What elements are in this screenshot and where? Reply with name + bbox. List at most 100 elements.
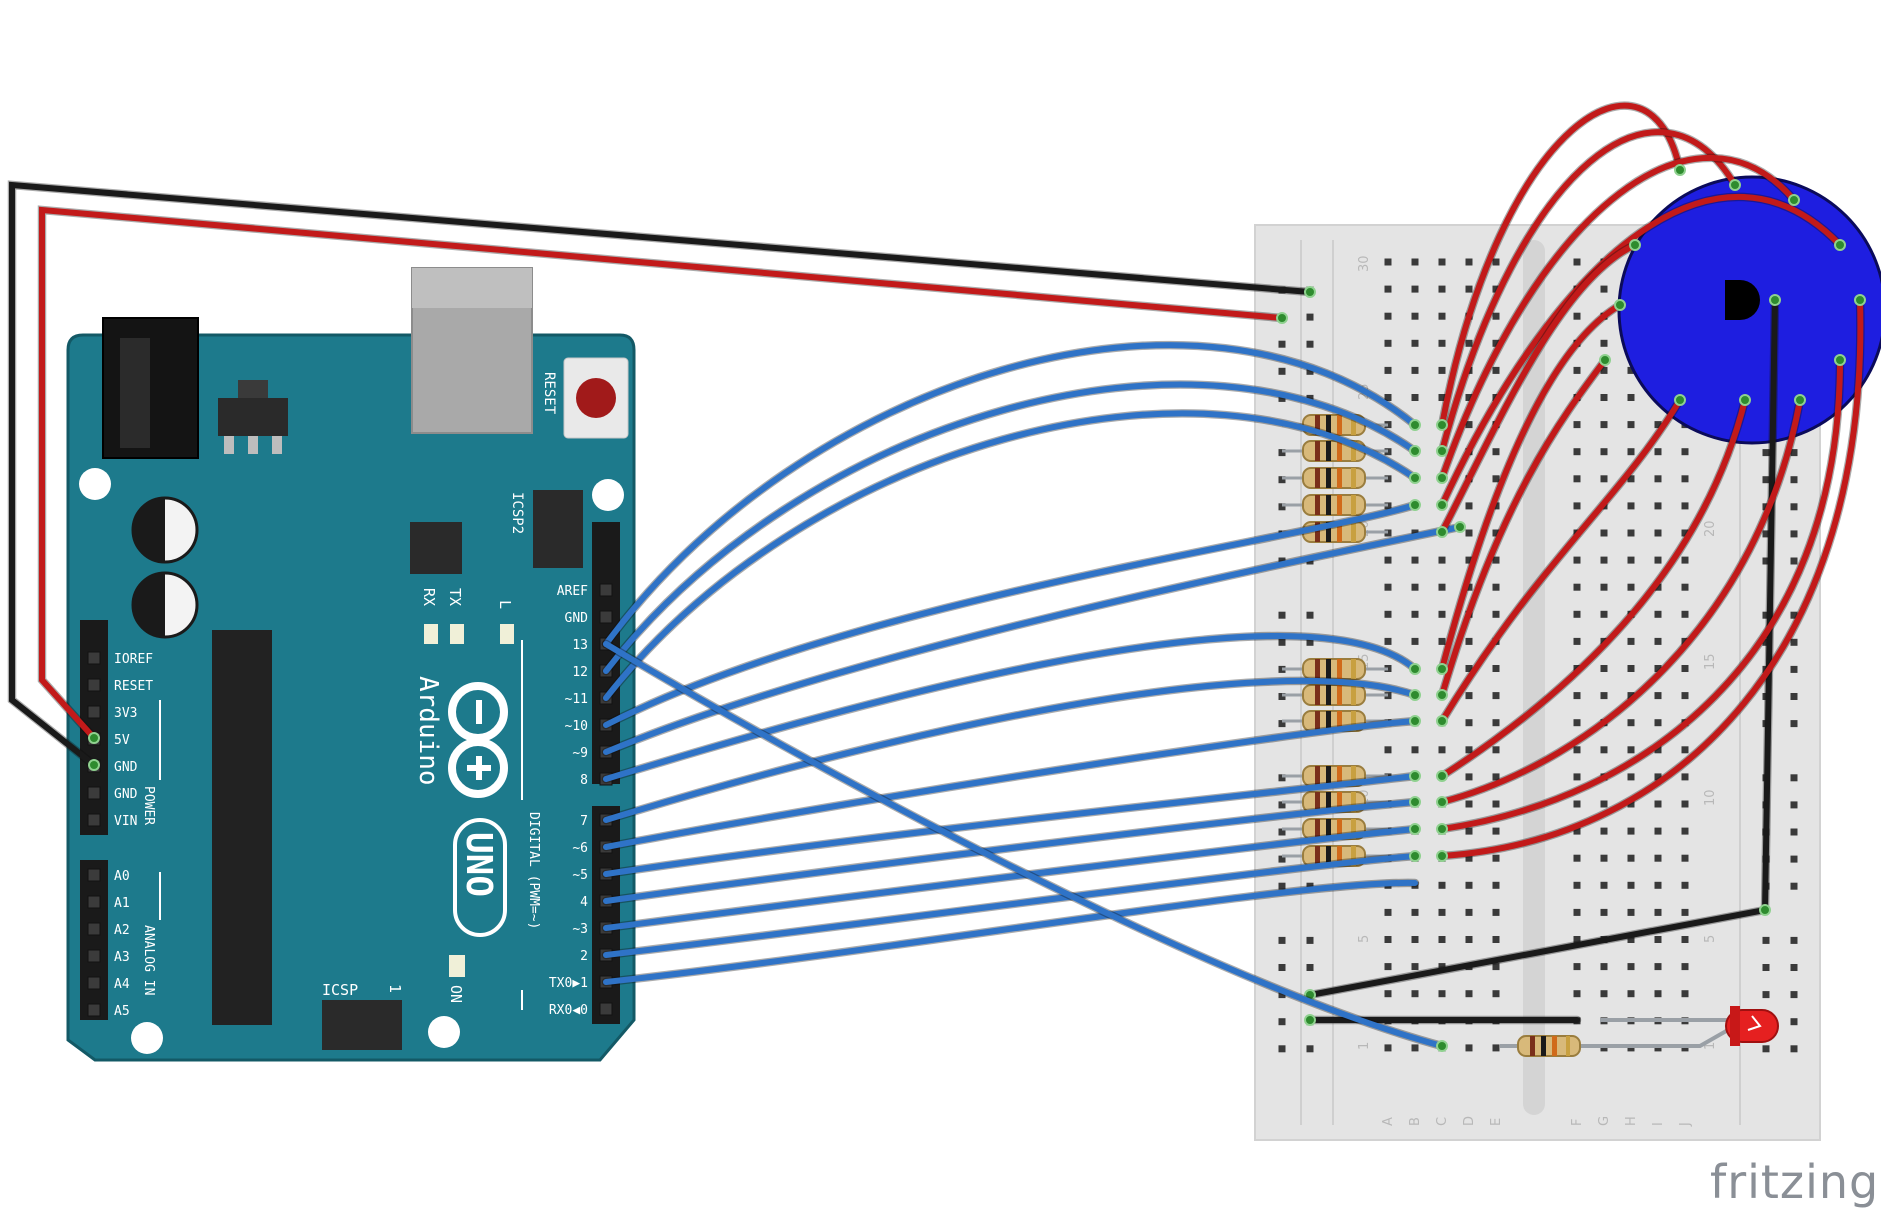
breadboard-hole [1438,583,1446,591]
breadboard-hole [1492,936,1500,943]
power-pin[interactable] [87,813,101,827]
power-pin[interactable] [87,786,101,800]
digital-pin-label: ~5 [572,868,588,883]
power-rail-hole [1790,1045,1798,1053]
wire-endpoint [1834,354,1846,366]
led-resistor-band-1 [1530,1036,1535,1056]
pin-8-wire[interactable] [603,633,1418,782]
power-pin[interactable] [87,651,101,665]
wire-endpoint [1304,286,1316,298]
buzzer-wire-4[interactable] [1439,193,1843,508]
breadboard-hole [1465,746,1473,754]
pin-13-wire[interactable] [603,342,1418,647]
buzzer-wire-2[interactable] [1439,129,1738,454]
pin-3-wire[interactable] [603,826,1418,931]
buzzer-wire-8[interactable] [1439,397,1683,724]
breadboard-hole [1438,610,1446,618]
pin-6-wire[interactable] [603,718,1418,850]
breadboard-hole [1681,610,1689,618]
analog-pin[interactable] [87,895,101,909]
ground-wire[interactable] [9,181,1313,768]
wire-endpoint [1409,499,1421,511]
breadboard-hole [1573,936,1581,943]
5v-wire[interactable] [39,206,1285,741]
pin-4-wire[interactable] [603,799,1418,904]
breadboard-hole [1438,556,1446,564]
wire-endpoint [1629,239,1641,251]
power-pin-label: GND [114,787,138,802]
breadboard-hole [1627,665,1635,672]
breadboard-hole [1492,881,1500,889]
arduino-logo-minus [476,700,482,724]
rx-label: RX [420,588,438,606]
col-letter-f: F [1570,1119,1585,1126]
buzzer-wire-12[interactable] [1439,297,1864,859]
pin-1-wire[interactable] [603,879,1418,985]
buzzer-wire-3[interactable] [1439,154,1797,481]
mounting-hole-4 [428,1016,460,1048]
wire-endpoint [1409,823,1421,835]
wire-endpoint [1599,354,1611,366]
buzzer-marker [1725,280,1760,320]
reset-button-cap[interactable] [576,378,616,418]
buzzer-wire-11[interactable] [1439,357,1843,832]
wire-endpoint [1436,796,1448,808]
buzzer-wire-7[interactable] [1439,357,1608,698]
buzzer-wire-10[interactable] [1439,397,1803,805]
breadboard-hole [1627,854,1635,862]
pin-5-wire[interactable] [603,773,1418,877]
row-marker-1: 1 [1357,1042,1372,1050]
wire-endpoint [1409,715,1421,727]
pin-13-led-wire[interactable] [603,641,1445,1049]
wire-endpoint [1854,294,1866,306]
pin-10-wire[interactable] [603,502,1418,728]
wire-endpoint [1614,299,1626,311]
wire-endpoint [1436,823,1448,835]
buzzer-wire-1[interactable] [1439,102,1683,428]
breadboard-hole [1654,719,1662,727]
resistor-band [1351,766,1356,786]
breadboard-hole [1654,800,1662,808]
buzzer-wire-9[interactable] [1439,397,1748,779]
power-pin[interactable] [87,678,101,692]
breadboard-hole [1573,990,1581,998]
breadboard-hole [1600,746,1608,754]
pin-12-wire[interactable] [603,381,1418,674]
breadboard-hole [1492,665,1500,672]
power-rail-hole [1278,774,1286,782]
breadboard-hole [1600,394,1608,401]
digital-pin[interactable] [599,1002,613,1016]
analog-pin[interactable] [87,976,101,990]
analog-pin[interactable] [87,868,101,882]
col-letter-g: G [1597,1116,1612,1126]
reset-label: RESET [541,372,557,415]
breadboard-hole [1492,827,1500,835]
pin-11-wire[interactable] [603,410,1418,701]
breadboard-hole [1411,963,1419,971]
breadboard-hole [1573,610,1581,618]
pin-9-wire[interactable] [603,524,1463,755]
breadboard-hole [1654,827,1662,835]
digital-pin[interactable] [599,610,613,624]
pin-7-wire[interactable] [603,677,1418,823]
analog-pin[interactable] [87,949,101,963]
power-rail-hole [1790,828,1798,836]
buzzer-wire-5[interactable] [1439,242,1638,535]
capacitor-1-stripe [133,498,165,562]
breadboard-hole [1627,366,1635,374]
power-rail-hole [1278,964,1286,971]
wire-endpoint [1409,663,1421,675]
analog-pin[interactable] [87,922,101,936]
tx-label: TX [446,588,464,606]
breadboard-hole [1627,827,1635,835]
analog-pin[interactable] [87,1003,101,1017]
resistor-band [1337,846,1342,866]
digital-pin-label: GND [565,611,589,626]
breadboard-hole [1492,908,1500,916]
power-pin[interactable] [87,705,101,719]
breadboard-hole [1654,502,1662,510]
digital-pin[interactable] [599,583,613,597]
buzzer-wire-6[interactable] [1439,302,1623,672]
breadboard-hole [1654,773,1662,781]
mounting-hole-3 [131,1022,163,1054]
